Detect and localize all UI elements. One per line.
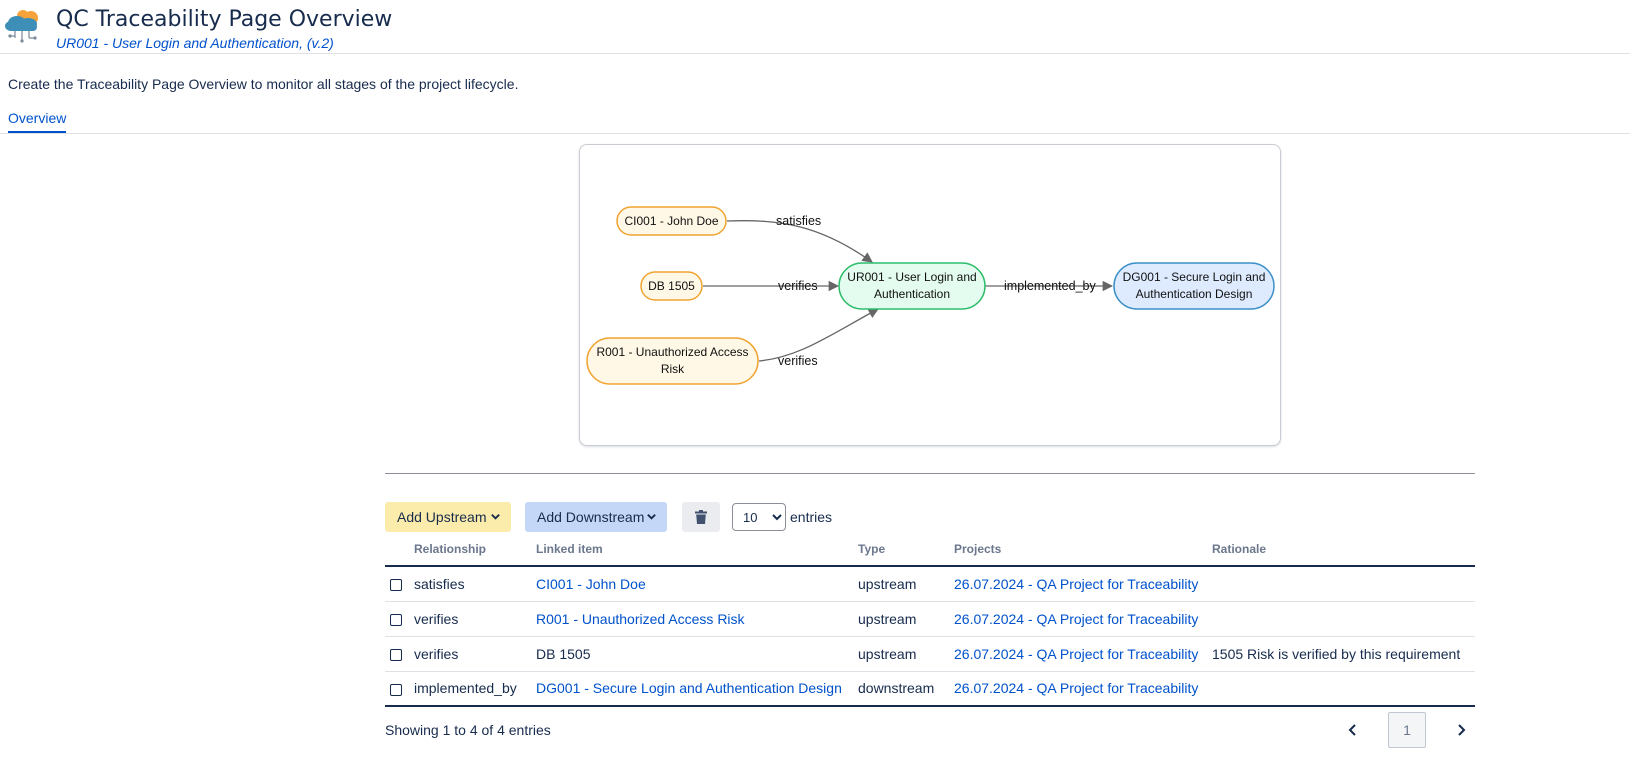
linked-item-link[interactable]: CI001 - John Doe <box>536 575 646 592</box>
chevron-down-icon <box>491 514 500 520</box>
chevron-down-icon <box>647 514 656 520</box>
node-r001-label-line1: R001 - Unauthorized Access <box>596 345 748 359</box>
entries-label: entries <box>790 509 833 525</box>
table-header-row: Relationship Linked item Type Projects R… <box>385 533 1475 567</box>
project-link[interactable]: 26.07.2024 - QA Project for Traceability <box>954 680 1199 697</box>
node-ur001-label-line2: Authentication <box>874 287 950 301</box>
node-dg001-label-line2: Authentication Design <box>1136 287 1253 301</box>
page-description: Create the Traceability Page Overview to… <box>8 76 519 92</box>
header-type[interactable]: Type <box>858 533 954 567</box>
project-link[interactable]: 26.07.2024 - QA Project for Traceability <box>954 610 1199 627</box>
chevron-right-icon[interactable] <box>1450 718 1474 742</box>
page-title: QC Traceability Page Overview <box>56 7 393 32</box>
table-row: verifies DB 1505 upstream 26.07.2024 - Q… <box>385 636 1475 672</box>
cell-relationship: satisfies <box>414 566 536 602</box>
edge-satisfies <box>726 220 873 263</box>
cell-relationship: verifies <box>414 601 536 637</box>
table-info: Showing 1 to 4 of 4 entries <box>385 722 551 738</box>
cell-type: upstream <box>858 636 954 672</box>
cell-type: upstream <box>858 566 954 602</box>
row-checkbox[interactable] <box>390 648 402 661</box>
pagination: 1 <box>1340 712 1475 748</box>
edge-verifies-r001 <box>758 308 879 362</box>
node-r001-label-line2: Risk <box>661 362 685 376</box>
node-db1505-label: DB 1505 <box>648 279 695 293</box>
add-upstream-button[interactable]: Add Upstream <box>385 502 511 532</box>
entries-per-page-select[interactable]: 10 <box>732 503 786 531</box>
trash-icon <box>695 510 707 524</box>
table-row: implemented_by DG001 - Secure Login and … <box>385 671 1475 707</box>
page-button[interactable]: 1 <box>1388 712 1426 748</box>
linked-item-link[interactable]: R001 - Unauthorized Access Risk <box>536 610 745 627</box>
page-subtitle-link[interactable]: UR001 - User Login and Authentication, (… <box>56 35 334 51</box>
table-row: verifies R001 - Unauthorized Access Risk… <box>385 601 1475 637</box>
cell-rationale <box>1212 671 1475 707</box>
cell-type: downstream <box>858 671 954 707</box>
page-header: QC Traceability Page Overview UR001 - Us… <box>0 0 1630 54</box>
header-relationship[interactable]: Relationship <box>414 533 536 567</box>
tab-bar: Overview <box>0 106 1630 134</box>
add-downstream-button[interactable]: Add Downstream <box>525 502 667 532</box>
edge-label-implemented-by: implemented_by <box>1004 279 1096 293</box>
table-row: satisfies CI001 - John Doe upstream 26.0… <box>385 566 1475 602</box>
traceability-graph: satisfies verifies verifies implemented_… <box>579 144 1281 446</box>
header-linked-item[interactable]: Linked item <box>536 533 858 567</box>
links-table: Relationship Linked item Type Projects R… <box>385 533 1475 707</box>
cell-linked-item: DB 1505 <box>536 636 858 672</box>
section-divider <box>385 473 1475 474</box>
project-link[interactable]: 26.07.2024 - QA Project for Traceability <box>954 645 1199 662</box>
header-projects[interactable]: Projects <box>954 533 1212 567</box>
node-db1505[interactable]: DB 1505 <box>640 271 703 301</box>
edge-label-satisfies: satisfies <box>776 214 821 228</box>
chevron-left-icon[interactable] <box>1340 718 1364 742</box>
node-ci001[interactable]: CI001 - John Doe <box>616 206 727 236</box>
cloud-network-icon <box>5 10 38 43</box>
graph-canvas: satisfies verifies verifies implemented_… <box>586 206 1275 385</box>
node-ci001-label: CI001 - John Doe <box>624 214 718 228</box>
cell-rationale <box>1212 601 1475 637</box>
cell-relationship: implemented_by <box>414 671 536 707</box>
tab-overview[interactable]: Overview <box>8 110 67 133</box>
add-downstream-label: Add Downstream <box>537 509 645 525</box>
node-ur001-label-line1: UR001 - User Login and <box>847 270 976 284</box>
header-rationale[interactable]: Rationale <box>1212 533 1475 567</box>
header-select <box>385 533 414 567</box>
edge-label-verifies-db: verifies <box>778 279 818 293</box>
add-upstream-label: Add Upstream <box>397 509 487 525</box>
node-dg001-label-line1: DG001 - Secure Login and <box>1123 270 1266 284</box>
node-dg001[interactable]: DG001 - Secure Login and Authentication … <box>1113 262 1275 310</box>
project-link[interactable]: 26.07.2024 - QA Project for Traceability <box>954 575 1199 592</box>
links-toolbar: Add Upstream Add Downstream 10 entries <box>385 502 1475 532</box>
edge-label-verifies-r001: verifies <box>778 354 818 368</box>
cell-rationale: 1505 Risk is verified by this requiremen… <box>1212 636 1475 672</box>
row-checkbox[interactable] <box>390 683 402 696</box>
row-checkbox[interactable] <box>390 579 402 592</box>
node-r001[interactable]: R001 - Unauthorized Access Risk <box>586 337 759 385</box>
linked-item-link[interactable]: DG001 - Secure Login and Authentication … <box>536 680 842 697</box>
cell-type: upstream <box>858 601 954 637</box>
cell-relationship: verifies <box>414 636 536 672</box>
node-ur001[interactable]: UR001 - User Login and Authentication <box>838 262 986 310</box>
cell-rationale <box>1212 566 1475 602</box>
delete-button[interactable] <box>682 502 720 532</box>
row-checkbox[interactable] <box>390 613 402 626</box>
